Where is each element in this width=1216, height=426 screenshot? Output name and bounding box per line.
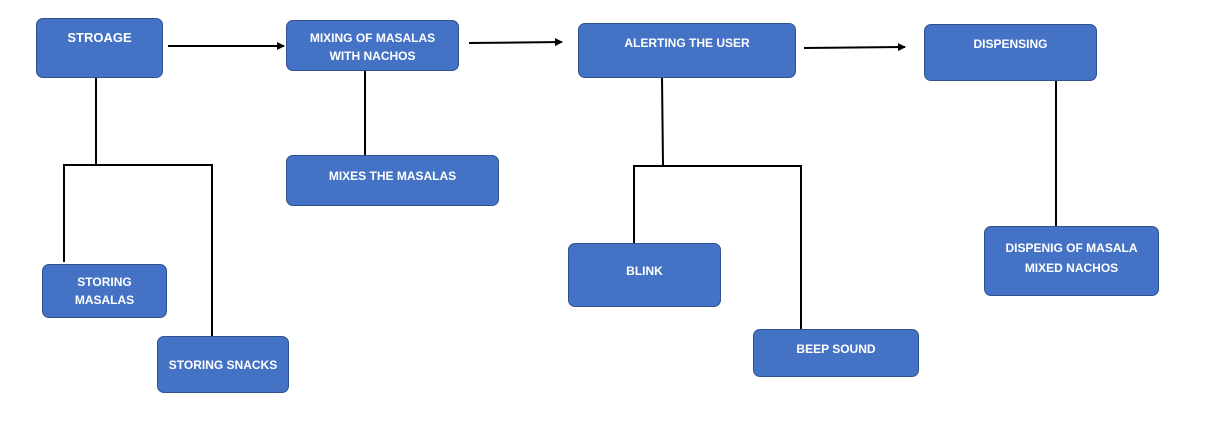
arrow-alerting-to-dispensing [803,43,906,52]
node-blink: BLINK [568,243,721,307]
arrow-mixing-to-alerting [468,38,563,47]
node-dispensing: DISPENSING [924,24,1097,81]
node-storage: STROAGE [36,18,163,78]
node-storing-snacks-label: STORING SNACKS [168,357,278,372]
node-storing-masalas-label: STORING MASALAS [74,275,135,307]
node-mixes-masalas-label: MIXES THE MASALAS [328,169,457,183]
branch-storage-horizontal [63,164,213,338]
node-alerting-label: ALERTING THE USER [624,36,750,50]
node-mixing: MIXING OF MASALAS WITH NACHOS [286,20,459,71]
branch-alerting-horizontal [633,165,802,330]
node-dispensing-label: DISPENSING [973,37,1048,51]
node-mixes-masalas: MIXES THE MASALAS [286,155,499,206]
node-dispensing-mixed: DISPENIG OF MASALA MIXED NACHOS [984,226,1159,296]
node-storing-masalas: STORING MASALAS [42,264,167,318]
node-blink-label: BLINK [626,264,663,278]
node-mixing-label: MIXING OF MASALAS WITH NACHOS [309,31,436,63]
node-alerting: ALERTING THE USER [578,23,796,78]
node-beep-sound-label: BEEP SOUND [796,342,876,356]
node-storing-snacks: STORING SNACKS [157,336,289,393]
node-dispensing-mixed-label: DISPENIG OF MASALA MIXED NACHOS [1005,241,1138,275]
node-storage-label: STROAGE [67,30,132,45]
node-beep-sound: BEEP SOUND [753,329,919,377]
branch-alerting [661,76,664,166]
